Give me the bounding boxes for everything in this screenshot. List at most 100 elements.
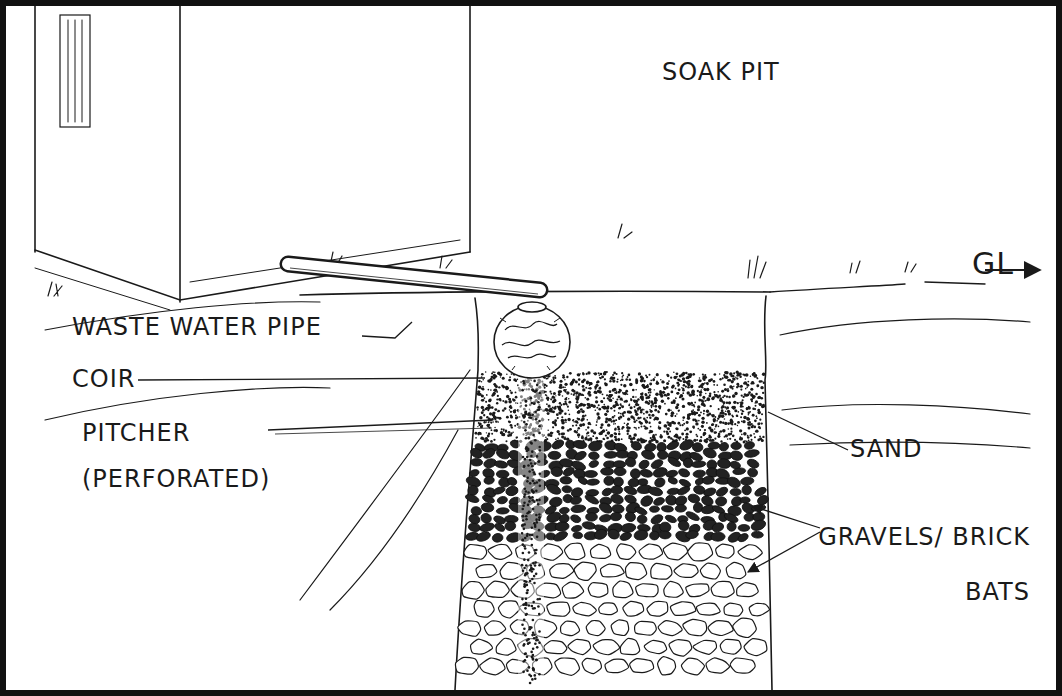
sand-grain xyxy=(699,377,701,379)
sand-grain xyxy=(649,417,651,419)
sand-grain xyxy=(615,403,618,406)
sand-grain xyxy=(486,394,488,396)
sand-grain xyxy=(618,418,620,420)
sand-grain xyxy=(650,430,653,433)
water-drop xyxy=(522,632,525,635)
water-trickle xyxy=(518,378,544,688)
sand-grain xyxy=(575,431,578,434)
sand-grain xyxy=(497,395,499,397)
sand-grain xyxy=(704,429,706,431)
sand-grain xyxy=(763,382,765,384)
sand-grain xyxy=(604,372,606,374)
sand-grain xyxy=(726,406,729,409)
sand-grain xyxy=(487,405,489,407)
sand-grain xyxy=(656,380,658,382)
sand-grain xyxy=(590,383,592,385)
water-drop xyxy=(526,456,529,459)
sand-grain xyxy=(686,433,689,436)
brick-bat xyxy=(617,544,636,559)
gravel-pebble xyxy=(738,524,750,531)
sand-grain xyxy=(619,389,621,391)
sand-grain xyxy=(620,405,622,407)
sand-grain xyxy=(578,437,580,439)
sand-grain xyxy=(607,423,610,426)
gravel-pebble xyxy=(548,451,561,459)
sand-grain xyxy=(558,411,562,415)
sand-grain xyxy=(615,419,617,421)
sand-grain xyxy=(699,394,702,397)
sand-grain xyxy=(488,389,490,391)
gravel-pebble xyxy=(751,531,763,538)
sand-grain xyxy=(476,406,479,409)
sand-grain xyxy=(721,405,724,408)
sand-grain xyxy=(727,438,729,440)
sand-grain xyxy=(576,406,579,409)
sand-grain xyxy=(721,390,724,393)
sand-grain xyxy=(553,381,556,384)
sand-grain xyxy=(692,409,694,411)
sand-grain xyxy=(728,396,730,398)
brick-bat xyxy=(744,639,767,656)
sand-grain xyxy=(649,388,652,391)
sand-grain xyxy=(558,407,561,410)
gravel-pebble xyxy=(619,531,633,542)
sand-grain xyxy=(610,378,612,380)
brick-bat xyxy=(738,545,762,560)
sand-grain xyxy=(654,405,657,408)
sand-grain xyxy=(611,434,614,437)
brick-bat xyxy=(663,543,687,560)
water-drop xyxy=(526,669,529,672)
water-drop xyxy=(534,526,537,529)
water-drop xyxy=(530,538,533,541)
sand-grain xyxy=(663,386,665,388)
sand-grain xyxy=(718,408,720,410)
sand-grain xyxy=(744,381,748,385)
sand-grain xyxy=(547,399,549,401)
sand-grain xyxy=(667,393,670,396)
soil-line xyxy=(780,319,1030,335)
sand-grain xyxy=(600,373,603,376)
sand-grain xyxy=(706,382,709,385)
water-drop xyxy=(527,464,530,467)
sand-grain xyxy=(635,378,637,380)
sand-grain xyxy=(553,379,555,381)
gravel-pebble xyxy=(483,476,494,485)
sand-grain xyxy=(618,433,621,436)
sand-grain xyxy=(706,422,708,424)
sand-grain xyxy=(598,408,601,411)
brick-bat xyxy=(484,621,505,635)
sand-grain xyxy=(734,439,736,441)
sand-grain xyxy=(761,405,765,409)
sand-grain xyxy=(760,397,763,400)
sand-grain xyxy=(564,386,566,388)
sand-grain xyxy=(494,408,497,411)
gravel-pebble xyxy=(652,466,668,479)
sand-grain xyxy=(645,421,648,424)
sand-grain xyxy=(568,398,570,400)
sand-grain xyxy=(618,438,619,439)
gravel-pebble xyxy=(552,530,569,543)
sand-grain xyxy=(687,380,690,383)
sand-grain xyxy=(756,417,758,419)
sand-grain xyxy=(545,437,547,439)
sand-grain xyxy=(703,432,706,435)
sand-grain xyxy=(699,391,702,394)
sand-grain xyxy=(646,376,648,378)
sand-grain xyxy=(495,421,497,423)
sand-grain xyxy=(686,421,689,424)
gravel-pebble xyxy=(637,515,647,524)
sand-grain xyxy=(689,394,692,397)
sand-grain xyxy=(751,439,753,441)
sand-grain xyxy=(613,423,615,425)
sand-grain xyxy=(561,416,563,418)
sand-grain xyxy=(489,380,492,383)
gravel-pebble xyxy=(598,501,614,515)
sand-grain xyxy=(622,415,624,417)
sand-grain xyxy=(645,420,648,423)
sand-grain xyxy=(589,387,592,390)
brick-bat xyxy=(547,602,570,616)
sand-grain xyxy=(633,406,635,408)
water-drop xyxy=(526,477,529,480)
sand-grain xyxy=(646,427,648,429)
sand-grain xyxy=(698,420,700,422)
